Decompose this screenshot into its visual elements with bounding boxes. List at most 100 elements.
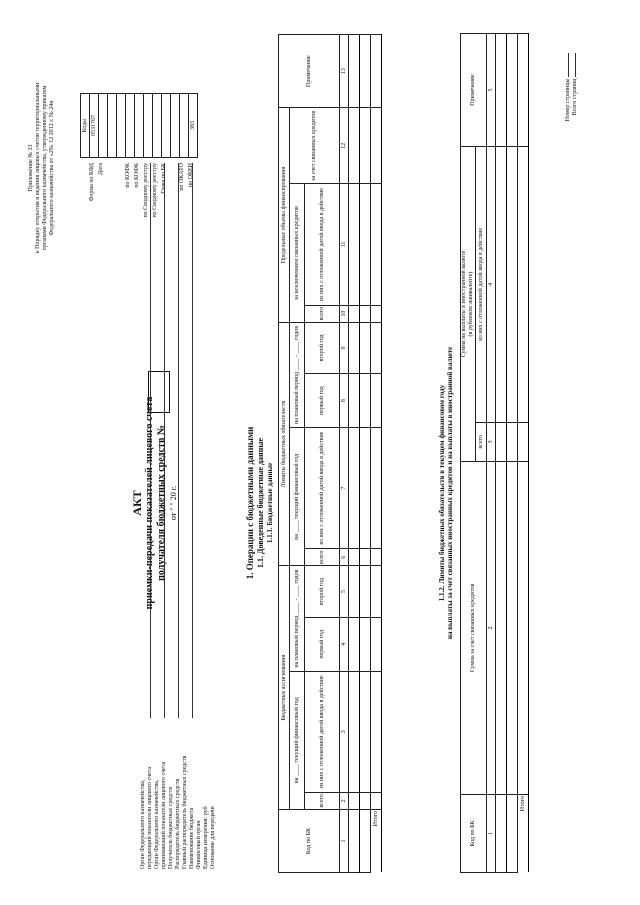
left-label: принимающий показатели лицевого счета <box>161 761 167 869</box>
col-number: 5 <box>486 33 496 146</box>
header-note-line: Федерального казначейства от «29» 12 201… <box>49 100 55 235</box>
appendix-label: Приложение № 33 <box>28 144 34 191</box>
left-label: Получатель бюджетных средств <box>168 786 174 869</box>
col-total: всего <box>304 548 340 566</box>
col-second-year: второй год <box>304 565 340 617</box>
col-number: 2 <box>339 791 349 809</box>
col-current-year: на ____ текущий финансовый год <box>289 670 305 809</box>
left-label: Единица измерения: руб <box>203 805 209 869</box>
col-number: 4 <box>339 616 349 671</box>
codes-label: по Сводному реестру <box>152 162 158 218</box>
page-number-label: Номер страницы <box>565 78 571 121</box>
fill-line <box>178 162 179 718</box>
codes-label: Дата <box>98 162 104 175</box>
col-number: 1 <box>339 809 349 872</box>
col-number: 1 <box>486 794 496 872</box>
col-sum-credits: Сумма за счет связанных кредитов <box>460 461 487 794</box>
fill-line <box>164 162 165 718</box>
col-number: 9 <box>339 321 349 374</box>
col-total: всего <box>304 791 340 809</box>
col-of-which: из них с отложенной датой ввода в действ… <box>304 427 340 549</box>
header-note-line: к Порядку открытия и ведения лицевых сче… <box>35 82 41 253</box>
col-first-year: первый год <box>304 616 340 671</box>
col-number: 2 <box>486 461 496 794</box>
form-code-value: 0531767 <box>89 93 99 157</box>
header-note-line: органами Федерального казначейства, утве… <box>42 85 48 250</box>
section-subtitle: 1.1.2. Лимиты бюджетных обязательств в т… <box>438 384 446 601</box>
col-of-which: из них с отложенной датой ввода в действ… <box>475 146 487 422</box>
col-pof: Предельные объемы финансирования <box>278 107 290 322</box>
col-kbk: Код по БК <box>460 794 487 872</box>
col-current-year: на ____ текущий финансовый год <box>289 427 305 566</box>
section-subtitle: 1.1. Доведенные бюджетные данные <box>256 437 265 568</box>
section1-title-block: 1. Операции с бюджетными данными 1.1. До… <box>245 353 275 653</box>
act-title: АКТ <box>130 489 144 516</box>
col-number: 12 <box>339 107 349 184</box>
page-number-field[interactable] <box>568 52 569 77</box>
col-number: 11 <box>339 183 349 305</box>
left-label: передающий показатели лицевого счета <box>147 766 153 869</box>
sum-fx-sublabel: (в рублевом эквиваленте) <box>468 271 474 336</box>
codes-label: Глава по БК <box>161 162 167 194</box>
codes-label: Форма по КФД <box>89 162 95 201</box>
col-plan-period: на плановый период ____ - ____ годов <box>289 565 305 671</box>
col-number: 6 <box>339 548 349 566</box>
col-of-which: из них с отложенной датой ввода в действ… <box>304 183 340 305</box>
fill-line <box>192 162 193 718</box>
table-row[interactable] <box>348 33 360 872</box>
col-sum-fx: Сумма на выплаты в иностранной валюте (в… <box>460 146 476 461</box>
col-second-year: второй год <box>304 321 340 374</box>
itogo-label: Итого <box>517 794 529 872</box>
table-row[interactable] <box>506 33 518 872</box>
section-subtitle: 1.1.1. Бюджетные данные <box>266 462 274 543</box>
left-label: Орган Федерального казначейства, <box>154 779 160 869</box>
section112-title: 1.1.2. Лимиты бюджетных обязательств в т… <box>438 213 454 773</box>
col-incl-credits: за счет связанных кредитов <box>289 107 340 184</box>
codes-label: по КОФК <box>134 162 140 188</box>
left-label: Финансовый орган <box>196 819 202 869</box>
section-title: 1. Операции с бюджетными данными <box>245 426 255 579</box>
fill-line <box>150 162 151 718</box>
total-row: Итого <box>370 33 382 872</box>
table-row[interactable] <box>359 33 371 872</box>
pages-total-field[interactable] <box>575 52 576 77</box>
left-label: Орган Федерального казначейства, <box>140 779 146 869</box>
codes-label: по ОКАТО <box>179 162 185 191</box>
header-note: Приложение № 33 к Порядку открытия и вед… <box>28 33 56 303</box>
sum-fx-label: Сумма на выплаты в иностранной валюте <box>461 250 467 357</box>
col-number: 4 <box>486 146 496 422</box>
col-number: 13 <box>339 34 349 108</box>
col-number: 10 <box>339 304 349 322</box>
page-footer: Номер страницы Всего страниц <box>565 52 579 213</box>
col-of-which: из них с отложенной датой ввода в действ… <box>304 670 340 792</box>
total-row: Итого <box>517 33 529 872</box>
pages-total-label: Всего страниц <box>572 78 578 115</box>
col-excl-credits: за исключением связанных кредитов <box>289 183 305 322</box>
col-number: 3 <box>486 421 496 461</box>
account-number-box[interactable] <box>148 370 170 413</box>
codes-labels: Форма по КФД Дата по КОФК по КОФК по Сво… <box>80 163 197 293</box>
document-sheet: Приложение № 33 к Порядку открытия и вед… <box>20 13 620 893</box>
col-total: всего <box>304 304 340 322</box>
section-subtitle: на выплаты за счет связанных иностранных… <box>446 346 454 639</box>
codes-label: по КОФК <box>125 162 131 188</box>
col-plan-period: на плановый период ____ - ____ годов <box>289 321 305 428</box>
left-label: Основание для передачи <box>210 805 216 869</box>
codes-table: Коды 0531767 383 <box>80 93 198 158</box>
fx-limits-table: Код по БК Сумма за счет связанных кредит… <box>460 33 529 873</box>
col-number: 5 <box>339 565 349 617</box>
left-label: Наименование бюджета <box>189 807 195 869</box>
col-first-year: первый год <box>304 373 340 428</box>
table-row[interactable] <box>495 33 507 872</box>
codes-header: Коды <box>80 93 90 157</box>
col-total: всего <box>475 421 487 461</box>
left-label: Главный распорядитель бюджетных средств <box>182 755 188 869</box>
col-note: Примечание <box>278 34 340 108</box>
col-number: 7 <box>339 427 349 549</box>
col-kbk: Код по БК <box>278 809 340 872</box>
budget-data-table: Код по БК Бюджетные ассигнования Лимиты … <box>278 33 382 873</box>
col-ba: Бюджетные ассигнования <box>278 565 290 809</box>
col-lbo: Лимиты бюджетных обязательств <box>278 321 290 566</box>
col-number: 3 <box>339 670 349 792</box>
left-labels: Орган Федерального казначейства, передаю… <box>140 719 217 869</box>
